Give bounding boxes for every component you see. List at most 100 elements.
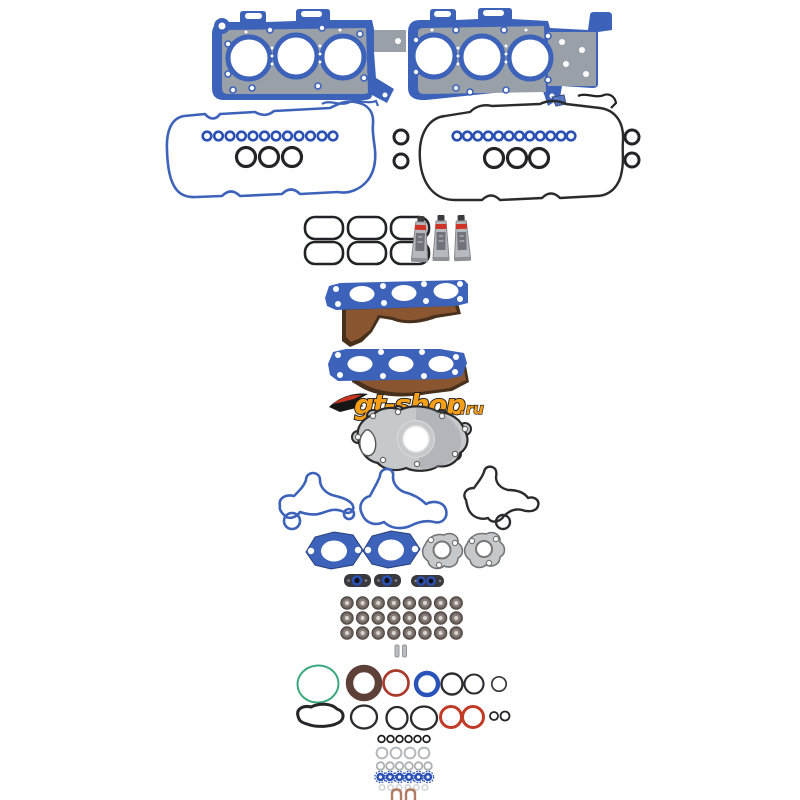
valve-stem-seal — [449, 611, 463, 625]
bolt-hole — [451, 539, 459, 547]
gasket-lobe — [494, 513, 512, 531]
valve-stem-seal — [433, 596, 448, 610]
grommet — [503, 130, 515, 142]
ext-hole — [583, 71, 589, 77]
valve-stem-seal — [387, 626, 401, 640]
throttle-body-gasket-2 — [362, 530, 421, 569]
blue-oring — [413, 670, 441, 698]
cylinder-bore — [225, 34, 273, 82]
valve-stem-seal — [433, 611, 448, 625]
port-gasket — [346, 215, 388, 241]
valve-stem-seal — [449, 596, 463, 610]
blue-seal — [421, 770, 435, 784]
bolt-hole — [356, 30, 364, 38]
center-ring — [416, 576, 426, 586]
top-slot — [245, 13, 262, 19]
black-oring — [349, 704, 379, 730]
exhaust-port — [347, 356, 373, 372]
bolt-hole — [502, 86, 510, 94]
grommet — [524, 130, 536, 142]
copper-clip — [390, 788, 403, 800]
spark-plug-tube-seal — [482, 146, 506, 170]
throttle-bore — [321, 540, 347, 562]
bolt-hole — [394, 579, 398, 582]
sealant-tube — [432, 214, 450, 262]
grommet — [534, 130, 546, 142]
watermark-suffix: .ru — [460, 400, 484, 418]
bolt-holes — [333, 281, 463, 307]
valve-stem-seal — [418, 611, 432, 625]
bolt-hole — [347, 579, 350, 582]
spark-plug-tube-seal — [527, 146, 551, 170]
black-oring — [463, 673, 485, 695]
washer — [404, 734, 413, 744]
black-oring — [440, 672, 464, 696]
gray-oring — [385, 761, 395, 771]
micro-oring — [489, 711, 499, 721]
valve-cover-grommets — [451, 130, 577, 142]
bolt-hole — [485, 559, 493, 567]
dowel-pin — [394, 644, 400, 658]
pale-oring — [387, 784, 394, 791]
crankshaft-seal — [345, 664, 383, 702]
exhaust-port — [433, 283, 459, 299]
blue-seal — [402, 770, 416, 784]
grommet — [281, 130, 294, 142]
plate-cutout — [359, 429, 377, 457]
port-gasket — [389, 215, 431, 241]
grommet — [544, 130, 557, 142]
black-oring — [490, 675, 508, 693]
bolt-hole — [314, 82, 322, 90]
valve-cover-gasket-right — [418, 99, 625, 202]
tail-hole — [382, 92, 388, 98]
valve-stem-seal — [402, 596, 417, 610]
washer — [386, 734, 395, 744]
washer — [395, 734, 404, 744]
grommet — [201, 130, 213, 142]
flange-gasket-1 — [344, 574, 371, 587]
bolt-hole — [248, 84, 256, 92]
grommet — [461, 130, 473, 142]
exhaust-port — [391, 285, 417, 301]
valve-stem-seal — [340, 626, 354, 640]
port-gasket — [346, 240, 388, 266]
intake-port-gaskets — [303, 215, 431, 266]
bolt-hole — [360, 74, 368, 82]
center-ring — [426, 576, 436, 586]
top-slot — [483, 10, 504, 16]
egr-bore — [475, 540, 493, 558]
top-slot — [434, 11, 451, 17]
grommet — [304, 130, 317, 142]
exhaust-manifold-gasket-2 — [328, 349, 469, 397]
exhaust-port — [388, 356, 414, 372]
center-ring — [351, 575, 363, 586]
watermark-flame-icon — [329, 393, 370, 412]
grommet — [224, 130, 236, 142]
valve-stem-seal — [449, 626, 463, 640]
gray-oring — [417, 746, 431, 760]
valve-stem-seal — [340, 596, 354, 610]
center-ring — [381, 575, 393, 586]
small-gray-oring-row — [375, 761, 433, 771]
blue-seal-row — [374, 770, 435, 784]
bolt-hole — [307, 547, 315, 555]
gasket-lobe — [342, 507, 356, 521]
bolt-hole — [544, 76, 552, 84]
pale-oring — [378, 784, 386, 791]
sealant-tube — [452, 214, 472, 262]
gray-oring — [404, 761, 414, 771]
grommet — [235, 130, 248, 142]
red-oring — [461, 705, 485, 729]
cylinder-bore — [410, 32, 458, 80]
grommet — [270, 130, 282, 142]
pale-oring — [412, 784, 420, 791]
blue-seal — [374, 770, 387, 784]
egr-gasket-2 — [463, 531, 506, 569]
gasket-loop — [359, 467, 448, 530]
ext-hole — [579, 47, 585, 53]
ext-hole — [559, 39, 565, 45]
gasket-loop — [463, 465, 540, 523]
bolt-hole — [414, 579, 417, 583]
bolt-hole — [468, 537, 476, 545]
valve-cover-gasket-left — [165, 100, 377, 199]
